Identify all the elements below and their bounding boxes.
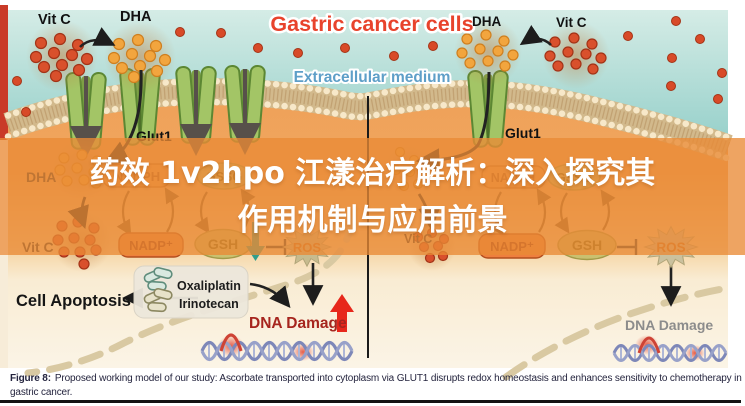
vitc-label-top-right: Vit C: [556, 15, 587, 30]
caption-text: Proposed working model of our study: Asc…: [54, 373, 742, 384]
transport-arrows: [70, 69, 261, 158]
extracellular-medium-label: Extracellular medium: [294, 69, 451, 86]
right-nuclear-envelope: [502, 284, 732, 381]
cell-apoptosis-label: Cell Apoptosis: [16, 292, 131, 310]
glut1-label-right: Glut1: [505, 125, 541, 141]
dha-label-top-right: DHA: [472, 14, 501, 29]
chemo-drug-box: Oxaliplatin Irinotecan: [133, 265, 249, 319]
oxaliplatin-label: Oxaliplatin: [177, 279, 241, 293]
left-edge-cream-strip: [0, 255, 8, 368]
figure-caption: Figure 8:Proposed working model of our s…: [10, 372, 742, 399]
dna-damage-label-left: DNA Damage: [249, 315, 347, 332]
dna-damage-label-right: DNA Damage: [625, 317, 713, 333]
figure-number: Figure 8:: [10, 373, 51, 384]
vitc-label-top-left: Vit C: [38, 12, 71, 28]
overlay-text-line1: 药效 1v2hpo 江漾治疗解析：深入探究其: [89, 155, 656, 191]
dna-helix-icon: [200, 333, 354, 362]
overlay-text-line2: 作用机制与应用前景: [237, 202, 508, 238]
dna-damage-increase-arrow: [330, 294, 354, 332]
bottom-divider-rule: [0, 400, 741, 403]
vitc-to-dha-arrow-right: [519, 24, 552, 46]
figure-title: Gastric cancer cells: [270, 12, 473, 36]
drugs-to-dna-arrow: [249, 282, 291, 309]
irinotecan-label: Irinotecan: [179, 297, 239, 311]
promo-overlay-banner: 药效 1v2hpo 江漾治疗解析：深入探究其 作用机制与应用前景: [0, 138, 745, 255]
caption-line1: Figure 8:Proposed working model of our s…: [10, 372, 742, 386]
chemo-drug-pills-icon: [143, 287, 173, 313]
left-edge-red-strip: [0, 5, 8, 140]
dna-helix-icon: [612, 335, 728, 362]
free-vitamin-c-dots: [12, 16, 727, 117]
dha-label-top-left: DHA: [120, 9, 152, 25]
caption-line2: gastric cancer.: [10, 386, 73, 398]
vitc-to-dha-arrow: [79, 27, 116, 48]
